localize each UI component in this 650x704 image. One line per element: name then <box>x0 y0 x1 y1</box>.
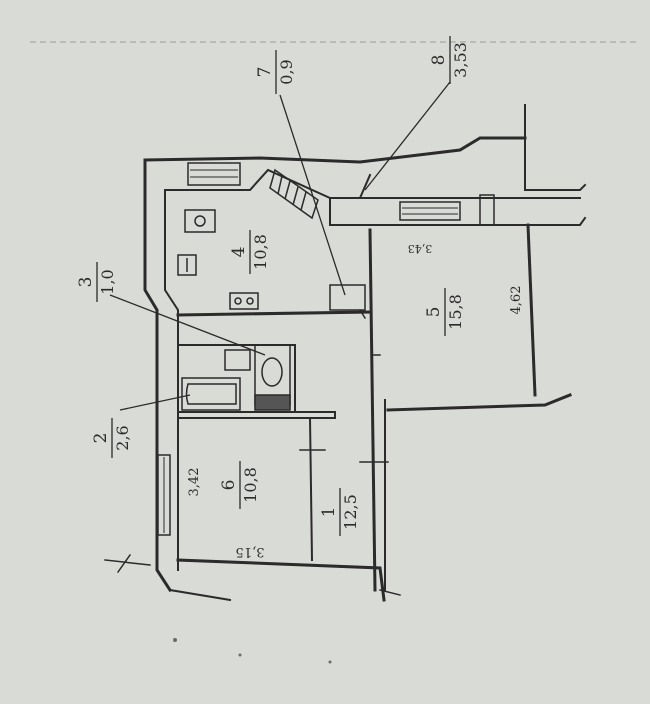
burner-icon <box>246 297 254 305</box>
outer-wall-bottom-left <box>168 588 232 602</box>
leader-lines <box>109 81 451 411</box>
wc-walls <box>177 344 296 413</box>
room-3-number: 3 <box>76 277 96 288</box>
kitchen-cabinet-icon <box>177 254 197 276</box>
room-2-label: 2 2,6 <box>91 418 132 458</box>
dimension-3-15: 3,15 <box>236 544 265 559</box>
bathtub-inner-icon <box>185 383 237 405</box>
room-6-area: 10,8 <box>241 467 260 503</box>
dimension-labels: 3,42 3,15 4,62 3,43 <box>187 242 524 559</box>
loggia-wall <box>524 104 587 191</box>
windows <box>157 162 495 536</box>
room-6-number: 6 <box>219 480 239 491</box>
pantry-outline <box>269 168 319 220</box>
walls <box>104 104 587 602</box>
loggia-door <box>479 194 495 226</box>
room-1-area: 12,5 <box>341 494 360 530</box>
speck <box>238 653 242 657</box>
outer-wall-left-inner <box>164 189 179 571</box>
outer-wall-top-inner <box>164 168 372 199</box>
room-5-label: 5 15,8 <box>424 288 465 336</box>
wall-ticks <box>299 308 389 463</box>
room-8-label: 8 3,53 <box>429 36 470 84</box>
hatch-line <box>277 175 283 195</box>
hatch-line <box>284 180 291 200</box>
wall-room5-bottom <box>386 393 572 412</box>
hatch-line <box>300 191 307 211</box>
leader-room7 <box>279 94 346 296</box>
dimension-tick-bottom <box>379 589 401 596</box>
room-5-number: 5 <box>424 307 444 318</box>
pantry-hatching <box>269 168 319 220</box>
dimension-3-43: 3,43 <box>408 242 433 255</box>
scan-specks <box>173 638 332 664</box>
window-kitchen <box>187 162 241 186</box>
room-3-label: 3 1,0 <box>76 262 117 302</box>
toilet-icon <box>261 357 283 387</box>
leader-room8 <box>364 81 451 191</box>
room-2-area: 2,6 <box>113 425 132 450</box>
corridor-wall-lower <box>329 197 587 226</box>
sink-drain-icon <box>194 215 206 227</box>
fridge-icon <box>329 284 366 311</box>
room-1-label: 1 12,5 <box>319 488 360 536</box>
dimension-3-42: 3,42 <box>187 468 202 497</box>
room-8-area: 3,53 <box>451 42 470 78</box>
burner-icon <box>234 297 242 305</box>
room-4-label: 4 10,8 <box>229 230 270 274</box>
room-3-area: 1,0 <box>98 269 117 294</box>
speck <box>173 638 177 642</box>
room-7-label: 7 0,9 <box>255 50 296 94</box>
room-7-number: 7 <box>255 67 275 78</box>
speck <box>328 660 332 664</box>
room-6-label: 6 10,8 <box>219 461 260 509</box>
room-labels: 4 10,8 5 15,8 6 10,8 1 12,5 3 1,0 2 2,6 <box>76 36 470 536</box>
room-7-area: 0,9 <box>277 59 296 84</box>
outer-wall-top <box>143 136 527 164</box>
room-1-number: 1 <box>319 507 339 518</box>
right-wall-room5 <box>526 223 537 397</box>
fixtures <box>177 209 366 411</box>
stove-icon <box>229 292 259 310</box>
room-4-area: 10,8 <box>251 234 270 270</box>
bathtub-icon <box>181 377 241 411</box>
toilet-hatch <box>254 394 291 411</box>
wall-kitchen-bath <box>176 310 372 317</box>
dimension-tick-bottom-left <box>104 553 151 574</box>
room-8-number: 8 <box>429 55 449 66</box>
room-4-number: 4 <box>229 247 249 258</box>
leader-room3 <box>109 294 266 356</box>
kitchen-sink-icon <box>184 209 216 233</box>
room-2-number: 2 <box>91 433 111 444</box>
outer-wall-bottom <box>176 558 386 602</box>
outer-wall-left <box>143 158 173 593</box>
window-room6 <box>157 454 171 536</box>
bath-bottom-wall <box>177 411 336 419</box>
partition-vertical <box>368 228 377 592</box>
room-5-area: 15,8 <box>446 294 465 330</box>
window-room5 <box>399 201 461 221</box>
hatch-line <box>292 186 299 206</box>
dimension-4-62: 4,62 <box>509 286 524 315</box>
partition-room6-room1 <box>308 416 314 562</box>
washbasin-icon <box>224 349 251 371</box>
leader-room2 <box>119 394 191 411</box>
